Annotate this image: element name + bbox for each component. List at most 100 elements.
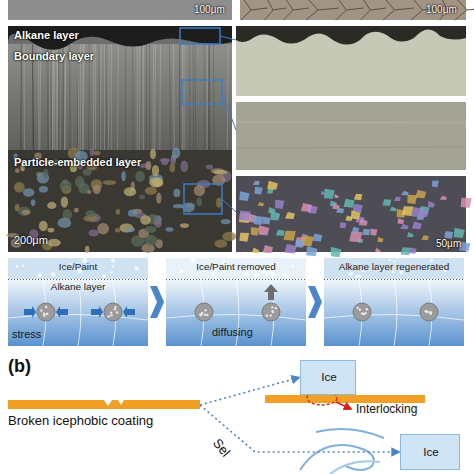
streak (100, 44, 101, 150)
crystal (251, 227, 259, 235)
crystal (285, 212, 295, 219)
coating-bar: Broken icephobic coating (8, 398, 200, 432)
particle (58, 218, 72, 228)
crystal (321, 191, 326, 195)
crystal (402, 206, 414, 216)
particle (15, 204, 20, 212)
particle-speck (271, 306, 273, 308)
particle-speck (40, 309, 42, 311)
particle (140, 215, 151, 225)
crystal (306, 246, 318, 256)
crystal (283, 231, 295, 241)
crystal (349, 232, 362, 243)
particle-speck (275, 307, 277, 309)
streak (108, 44, 110, 150)
grain-boundary (383, 0, 394, 20)
scale-label: 100μm (426, 4, 457, 16)
micrograph-top-left (8, 0, 232, 20)
ice-speck (102, 274, 106, 278)
crystal (397, 218, 404, 224)
zoom-line (222, 92, 236, 130)
crystal (312, 233, 322, 241)
node-text: diffusing (212, 326, 253, 339)
grain-boundary (370, 8, 386, 10)
particle (94, 151, 101, 155)
coating-body (324, 280, 464, 346)
particle-speck (200, 314, 202, 316)
ice-speck (212, 272, 216, 276)
crystal (268, 207, 276, 213)
node-text: Ice (301, 370, 357, 384)
particle (22, 210, 30, 215)
streak (204, 44, 205, 150)
particle-speck (366, 308, 368, 310)
chevron-arrow (308, 286, 322, 318)
node-text: Broken icephobic coating (8, 413, 153, 429)
network-line (166, 314, 306, 320)
coating-body (166, 280, 306, 346)
streak (179, 44, 180, 150)
crystal (418, 209, 429, 217)
stress-arrow (24, 306, 36, 318)
crystal (408, 247, 416, 253)
ice-speck (191, 258, 196, 263)
particle (353, 303, 371, 321)
crystal (252, 248, 259, 254)
particle (74, 208, 79, 213)
streak (169, 44, 171, 150)
particle (31, 199, 36, 206)
particle-speck (272, 311, 274, 313)
ice-speck (37, 273, 41, 277)
schematic-panel: Alkane layer regenerated (324, 258, 464, 346)
particle (166, 227, 174, 231)
particle (145, 187, 157, 195)
grain-boundary (336, 0, 346, 20)
particle (144, 235, 157, 246)
zoom-box (182, 80, 222, 104)
swirl (316, 429, 384, 438)
annotation: Sel (209, 436, 233, 460)
crystal (401, 191, 409, 196)
zoom-box (184, 184, 222, 214)
particle (172, 148, 180, 159)
crystal (267, 181, 278, 190)
streak (207, 44, 209, 150)
coating-body (8, 280, 148, 346)
crystal (362, 229, 370, 236)
crystal (354, 194, 362, 200)
ice-speck (16, 265, 19, 268)
crystal (254, 216, 263, 225)
particle (420, 303, 438, 321)
particle (61, 196, 68, 207)
streak (213, 44, 215, 150)
ice-speck (389, 259, 391, 261)
network-line (324, 314, 464, 320)
scale-label: 50μm (436, 238, 461, 250)
crystal (258, 202, 264, 206)
alkane-band (8, 26, 232, 50)
particle (90, 149, 95, 156)
particle (83, 169, 92, 176)
streak (208, 44, 209, 150)
crystal (331, 247, 342, 258)
crystal (344, 199, 355, 208)
crystal (400, 224, 409, 230)
particles (6, 148, 236, 254)
inset-line (236, 122, 466, 123)
ice-speck (253, 273, 258, 278)
particle-speck (270, 314, 272, 316)
grain-boundary (241, 0, 251, 20)
schematic-panel: Ice/Paint removeddiffusing (166, 258, 306, 346)
crystal (382, 199, 391, 206)
particle (221, 219, 231, 224)
swirl (330, 461, 380, 474)
particle-speck (361, 312, 363, 314)
node-text: Ice (401, 445, 461, 459)
streak (139, 44, 140, 150)
crystal (301, 203, 312, 212)
crystal (440, 196, 447, 200)
grain-boundaries (241, 0, 474, 20)
particle-speck (46, 313, 48, 315)
crystal (454, 228, 465, 238)
